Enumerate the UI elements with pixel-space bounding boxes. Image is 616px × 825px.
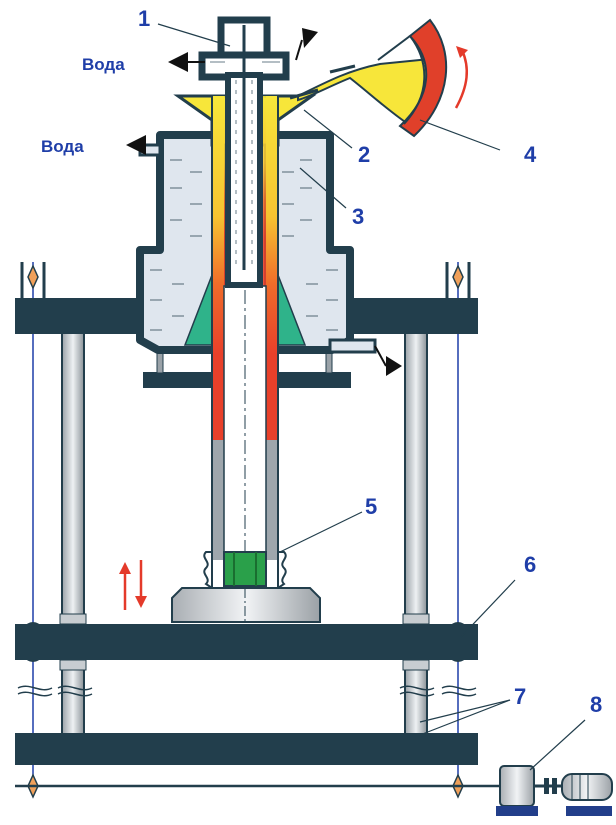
- flow-arrows: [126, 28, 402, 376]
- label-1: 1: [138, 6, 150, 31]
- left-screw: [20, 262, 46, 799]
- drive-motor: [561, 773, 613, 816]
- label-5: 5: [365, 494, 377, 519]
- label-4: 4: [524, 142, 537, 167]
- mandrel: [198, 16, 290, 288]
- ladle: [289, 18, 448, 138]
- label-2: 2: [358, 142, 370, 167]
- label-3: 3: [352, 204, 364, 229]
- label-water-left: Вода: [41, 137, 84, 156]
- leader-lines: [157, 23, 586, 771]
- mold-water-jacket: [136, 131, 377, 354]
- label-7: 7: [514, 684, 526, 709]
- right-screw: [445, 262, 471, 799]
- moving-crosshead: [15, 613, 478, 671]
- label-8: 8: [590, 692, 602, 717]
- label-water-top: Вода: [82, 55, 125, 74]
- right-column: [404, 329, 428, 741]
- ingot-base: [171, 587, 321, 623]
- vertical-motion-arrows: [119, 560, 147, 610]
- ladle-rotation-arrow: [454, 46, 469, 109]
- bellows-seal: [203, 551, 287, 590]
- drive-gearbox: [496, 765, 562, 816]
- break-marks: [17, 685, 477, 697]
- left-column: [61, 329, 85, 741]
- label-6: 6: [524, 552, 536, 577]
- bottom-frame: [15, 733, 500, 788]
